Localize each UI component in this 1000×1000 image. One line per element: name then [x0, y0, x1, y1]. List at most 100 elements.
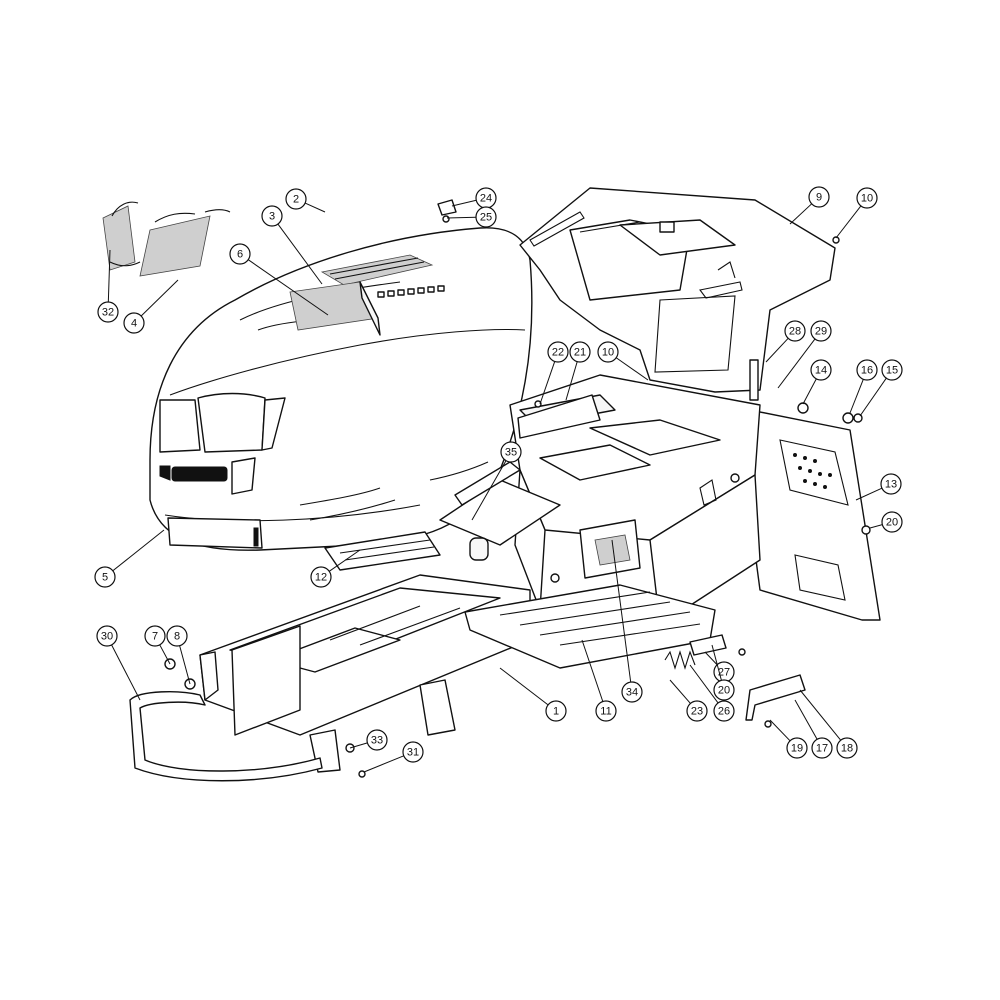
- callout-number: 34: [626, 687, 638, 699]
- callout-number: 5: [102, 572, 108, 584]
- callout-circle: [836, 737, 858, 759]
- callout-circle: [310, 566, 332, 588]
- front-bumper: [129, 691, 323, 782]
- callout-leader: [669, 679, 691, 704]
- callout-number: 23: [691, 706, 703, 718]
- callout-circle: [595, 700, 617, 722]
- callout-leader: [849, 379, 864, 414]
- callout-number: 18: [841, 743, 853, 755]
- callout-leader: [581, 639, 604, 702]
- callout-7: 7: [144, 625, 171, 665]
- callout-number: 30: [101, 631, 113, 643]
- callout-number: 21: [574, 347, 586, 359]
- callout-16: 16: [849, 359, 878, 414]
- callout-leader: [704, 651, 718, 666]
- callout-leader: [451, 199, 477, 207]
- callout-leader: [539, 361, 556, 405]
- callout-24: 24: [451, 187, 497, 209]
- callout-circle: [880, 473, 902, 495]
- callout-circle: [285, 188, 307, 210]
- callout-number: 15: [886, 365, 898, 377]
- callout-20: 20: [869, 511, 903, 533]
- callout-number: 2: [293, 194, 299, 206]
- callout-leader: [349, 742, 368, 749]
- callout-10: 10: [835, 187, 878, 239]
- callout-circle: [597, 341, 619, 363]
- callout-15: 15: [859, 359, 903, 417]
- callout-4: 4: [123, 279, 179, 334]
- callout-leader: [835, 205, 862, 239]
- hood: [149, 227, 533, 551]
- callout-circle: [810, 359, 832, 381]
- callout-29: 29: [777, 320, 832, 389]
- footboard-left: [324, 531, 441, 571]
- callout-leader: [799, 689, 842, 741]
- callout-circle: [500, 441, 522, 463]
- callout-circle: [96, 625, 118, 647]
- callout-circle: [402, 741, 424, 763]
- callout-number: 7: [152, 631, 158, 643]
- foam-insulation: [289, 281, 381, 336]
- hinge-bracket: [689, 634, 727, 656]
- callout-circle: [547, 341, 569, 363]
- callout-2: 2: [285, 188, 326, 213]
- callout-leader: [565, 361, 578, 401]
- callout-circle: [881, 359, 903, 381]
- return-spring: [664, 650, 696, 670]
- callout-number: 16: [861, 365, 873, 377]
- callout-number: 9: [816, 192, 822, 204]
- callout-leader: [363, 755, 404, 773]
- callout-32: 32: [97, 249, 119, 323]
- callout-number: 11: [600, 706, 611, 718]
- callout-leader: [789, 203, 813, 225]
- callout-number: 22: [552, 347, 564, 359]
- rear-bracket: [745, 674, 806, 721]
- callout-circle: [545, 700, 567, 722]
- callout-circle: [97, 301, 119, 323]
- callout-circle: [261, 205, 283, 227]
- callout-28: 28: [765, 320, 806, 363]
- callout-number: 29: [815, 326, 827, 338]
- callout-circle: [621, 681, 643, 703]
- callout-11: 11: [581, 639, 617, 722]
- callout-leader: [611, 539, 632, 683]
- callout-circle: [856, 187, 878, 209]
- callout-20: 20: [711, 644, 735, 701]
- callout-leader: [765, 337, 789, 363]
- callout-10: 10: [597, 341, 649, 381]
- callout-26: 26: [689, 664, 735, 722]
- callout-leader: [446, 216, 477, 219]
- callout-leader: [304, 202, 326, 213]
- callout-number: 31: [407, 747, 419, 759]
- callout-27: 27: [704, 651, 735, 683]
- callout-number: 19: [791, 743, 803, 755]
- callout-30: 30: [96, 625, 141, 701]
- callout-number: 10: [861, 193, 873, 205]
- callout-number: 27: [718, 667, 730, 679]
- callout-leader: [107, 249, 111, 303]
- callout-number: 28: [789, 326, 801, 338]
- callout-circle: [144, 625, 166, 647]
- callout-circle: [856, 359, 878, 381]
- callout-number: 20: [718, 685, 730, 697]
- decal-right: [139, 209, 231, 277]
- callout-number: 26: [718, 706, 730, 718]
- callout-3: 3: [261, 205, 323, 285]
- callout-25: 25: [446, 206, 497, 228]
- callout-6: 6: [229, 243, 329, 316]
- callout-33: 33: [349, 729, 388, 751]
- floor-panel: [517, 394, 601, 439]
- callout-circle: [686, 700, 708, 722]
- callout-leader: [769, 719, 791, 742]
- callout-number: 32: [102, 307, 114, 319]
- callout-leader: [111, 644, 141, 701]
- main-frame: [199, 574, 531, 773]
- callout-leader: [869, 524, 883, 529]
- decal-left: [102, 201, 141, 271]
- callout-leader: [140, 279, 179, 317]
- callout-leader: [802, 378, 817, 405]
- callout-21: 21: [565, 341, 591, 401]
- callout-17: 17: [794, 699, 833, 759]
